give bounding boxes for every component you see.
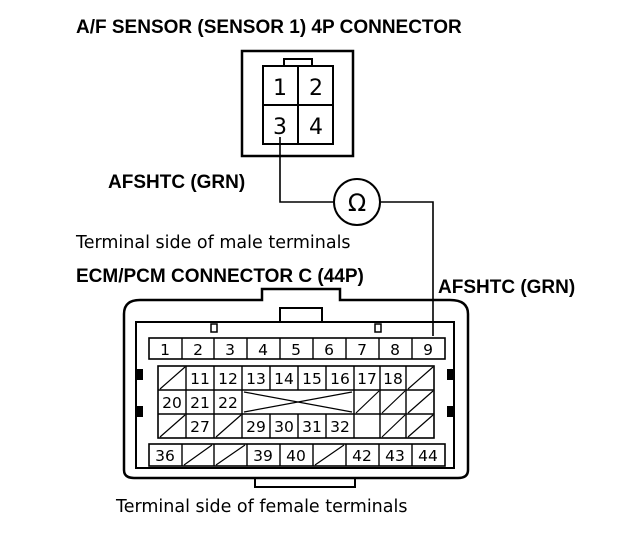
ecm-connector-title: ECM/PCM CONNECTOR C (44P) <box>76 266 364 287</box>
ecm-terminal: 11 <box>190 370 210 388</box>
sensor-terminal: 4 <box>309 115 323 140</box>
ecm-terminal: 6 <box>324 341 334 359</box>
ecm-terminal: 7 <box>357 341 367 359</box>
ecm-terminal: 3 <box>225 341 235 359</box>
sensor-terminal: 2 <box>309 76 323 101</box>
male-terminal-caption: Terminal side of male terminals <box>75 233 351 253</box>
ecm-connector-shell <box>122 287 470 480</box>
ecm-terminal: 39 <box>253 447 273 465</box>
ecm-terminal: 21 <box>190 394 210 412</box>
ecm-terminal: 9 <box>423 341 433 359</box>
sensor-connector: 1 2 3 4 <box>240 49 355 158</box>
ecm-terminal: 22 <box>218 394 238 412</box>
ecm-terminal: 43 <box>385 447 405 465</box>
ecm-terminal: 40 <box>286 447 306 465</box>
sensor-terminal: 3 <box>273 115 287 140</box>
sensor-connector-shell <box>240 49 355 158</box>
ecm-terminal: 13 <box>246 370 266 388</box>
ecm-terminal: 30 <box>274 418 294 436</box>
sensor-connector-title: A/F SENSOR (SENSOR 1) 4P CONNECTOR <box>76 17 462 38</box>
ecm-terminal: 14 <box>274 370 294 388</box>
wire-label-right: AFSHTC (GRN) <box>438 277 575 298</box>
wire-right <box>381 201 434 336</box>
ecm-terminal: 15 <box>302 370 322 388</box>
ecm-terminal: 18 <box>383 370 403 388</box>
ecm-terminal: 8 <box>390 341 400 359</box>
ohmmeter-icon <box>333 178 381 226</box>
ecm-terminal: 36 <box>155 447 175 465</box>
female-terminal-caption: Terminal side of female terminals <box>115 497 407 517</box>
ecm-terminal: 20 <box>162 394 182 412</box>
ecm-terminal: 31 <box>302 418 322 436</box>
wire-left <box>279 137 333 203</box>
wire-label-left: AFSHTC (GRN) <box>108 172 245 193</box>
ohm-symbol: Ω <box>348 189 366 217</box>
ecm-terminal: 4 <box>258 341 268 359</box>
ecm-terminal: 5 <box>291 341 301 359</box>
ecm-terminal: 44 <box>418 447 438 465</box>
ecm-connector: 1 2 3 4 5 6 7 8 9 11 12 13 14 15 16 17 1… <box>122 287 470 488</box>
ecm-terminal: 17 <box>357 370 377 388</box>
ecm-terminal: 1 <box>160 341 170 359</box>
ecm-terminal: 42 <box>352 447 372 465</box>
ecm-terminal: 12 <box>218 370 238 388</box>
sensor-terminal: 1 <box>273 76 287 101</box>
ecm-terminal: 27 <box>190 418 210 436</box>
ecm-terminal: 29 <box>246 418 266 436</box>
ecm-terminal: 32 <box>330 418 350 436</box>
ohmmeter-wiring: Ω <box>279 137 434 336</box>
ecm-terminal: 2 <box>193 341 203 359</box>
ecm-terminal: 16 <box>330 370 350 388</box>
